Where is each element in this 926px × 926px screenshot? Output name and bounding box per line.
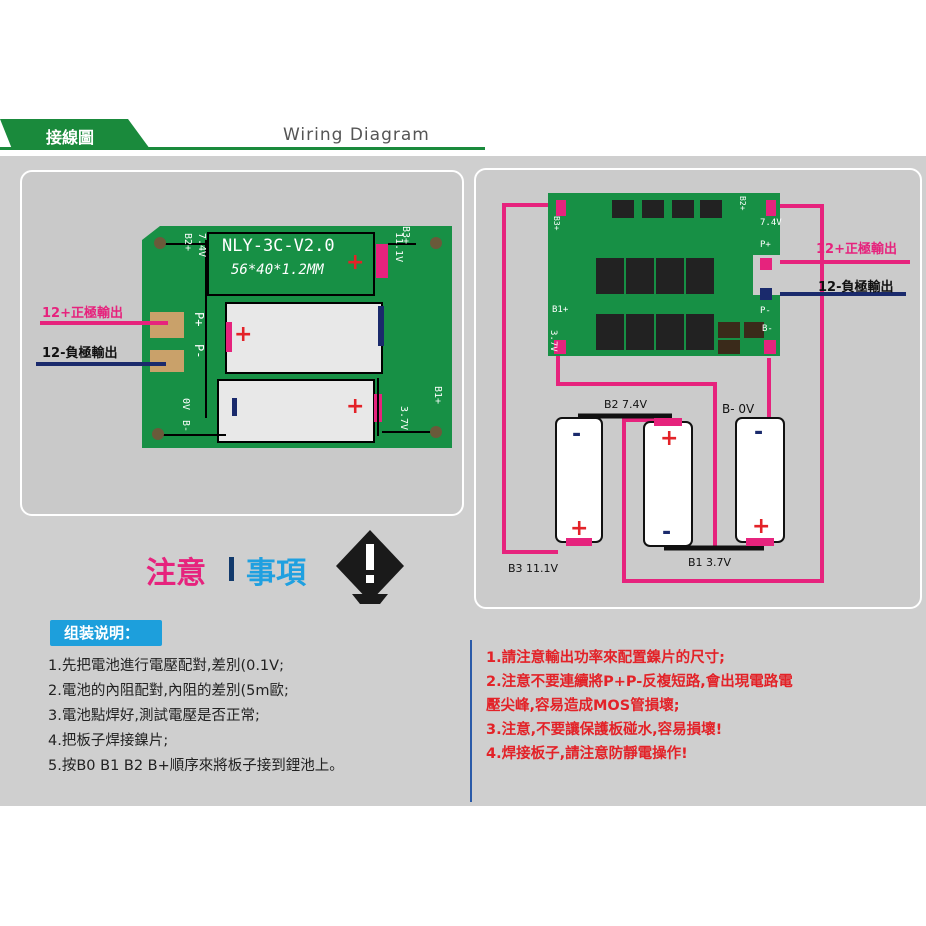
header-tab [0,119,150,149]
left-silk-37: 3.7V [398,406,409,431]
install-tag-label: 组装说明： [64,624,140,642]
left-top-pad-magenta [376,244,388,278]
right-out-pos-label: 12+正極輸出 [816,242,897,257]
left-plus-bottom: + [346,394,365,419]
left-cell-bottom [217,379,375,443]
left-size-text: 56*40*1.2MM [231,262,324,278]
left-silk-p-minus: P- [192,344,206,359]
warning-icon [336,530,404,604]
b1-label: B1 3.7V [688,556,732,569]
cell-b2-plus: + [660,426,679,451]
cell-b3-plus: + [570,516,589,541]
install-step: 5.按B0 B1 B2 B+順序來將板子接到鋰池上。 [48,758,344,774]
left-silk-p-plus: P+ [192,312,206,327]
b2-label: B2 7.4V [604,398,648,411]
right-silk-b-minus: B- [762,324,773,334]
cell-b1-minus: - [754,420,764,445]
install-step: 2.電池的內阻配對,內阻的差別(5m歐; [48,683,289,699]
left-plus-top: + [346,250,365,275]
right-out-neg-label: 12-負極輸出 [818,280,894,295]
cell-b1-plus: + [752,514,771,539]
b1-wire-a [556,356,717,550]
left-silk-b1: B1+ [432,386,443,405]
header-underline [0,147,485,150]
left-cell-top [225,302,383,374]
right-silk-p-minus: P- [760,306,771,316]
column-divider [470,640,472,802]
right-silk-b3: B3+ [552,216,561,231]
notice-separator [229,557,234,581]
install-steps: 1.先把電池進行電壓配對,差別(0.1V; 2.電池的內阻配對,內阻的差別(5m… [48,654,344,779]
header-title: Wiring Diagram [283,125,430,145]
left-out-neg-label: 12-負極輸出 [42,346,118,361]
left-silk-11: 11.1V [393,232,404,263]
left-out-pos-label: 12+正極輸出 [42,306,123,321]
warning-item: 1.請注意輸出功率來配置鎳片的尺寸; [486,650,725,666]
warning-item: 壓尖峰,容易造成MOS管損壞; [486,698,680,714]
install-step: 1.先把電池進行電壓配對,差別(0.1V; [48,658,284,674]
header-tab-label: 接線圖 [46,128,95,147]
install-step: 3.電池點焊好,測試電壓是否正常; [48,708,260,724]
b3-wire [502,203,558,554]
right-silk-74: 7.4V [760,218,782,228]
install-step: 4.把板子焊接鎳片; [48,733,169,749]
bminus-label: B- 0V [722,402,755,416]
left-silk-74: 7.4V [196,233,207,258]
left-mid-bar [378,306,384,346]
right-silk-b2: B2+ [738,196,747,211]
warning-list: 1.請注意輸出功率來配置鎳片的尺寸; 2.注意不要連續將P+P-反複短路,會出現… [486,646,793,766]
left-silk-b2: B2+ [182,233,193,252]
left-mid-pad-magenta [226,322,232,352]
model-frame [207,232,375,296]
warning-item: 4.焊接板子,請注意防靜電操作! [486,746,688,762]
left-silk-b-minus: B- [180,420,191,433]
warning-item: 2.注意不要連續將P+P-反複短路,會出現電路電 [486,674,793,690]
b3-label: B3 11.1V [508,562,559,575]
right-silk-37: 3.7V [548,330,558,352]
left-model-text: NLY-3C-V2.0 [222,236,335,256]
install-tag [50,620,162,646]
warning-item: 3.注意,不要讓保護板碰水,容易損壞! [486,722,723,738]
right-silk-p-plus: P+ [760,240,771,250]
p-minus-pad [150,350,184,372]
left-silk-b3: B3+ [400,226,411,245]
left-bottom-bar [232,398,237,416]
cell-b2-minus: - [662,520,672,545]
left-silk-0v: 0V [180,398,191,411]
b2-wire [622,204,824,583]
cell-b3-minus: - [572,422,582,447]
right-silk-b1: B1+ [552,305,569,315]
left-plus-mid: + [234,322,253,347]
notice-title-b: 事項 [246,556,306,591]
notice-title-a: 注意 [146,556,206,591]
